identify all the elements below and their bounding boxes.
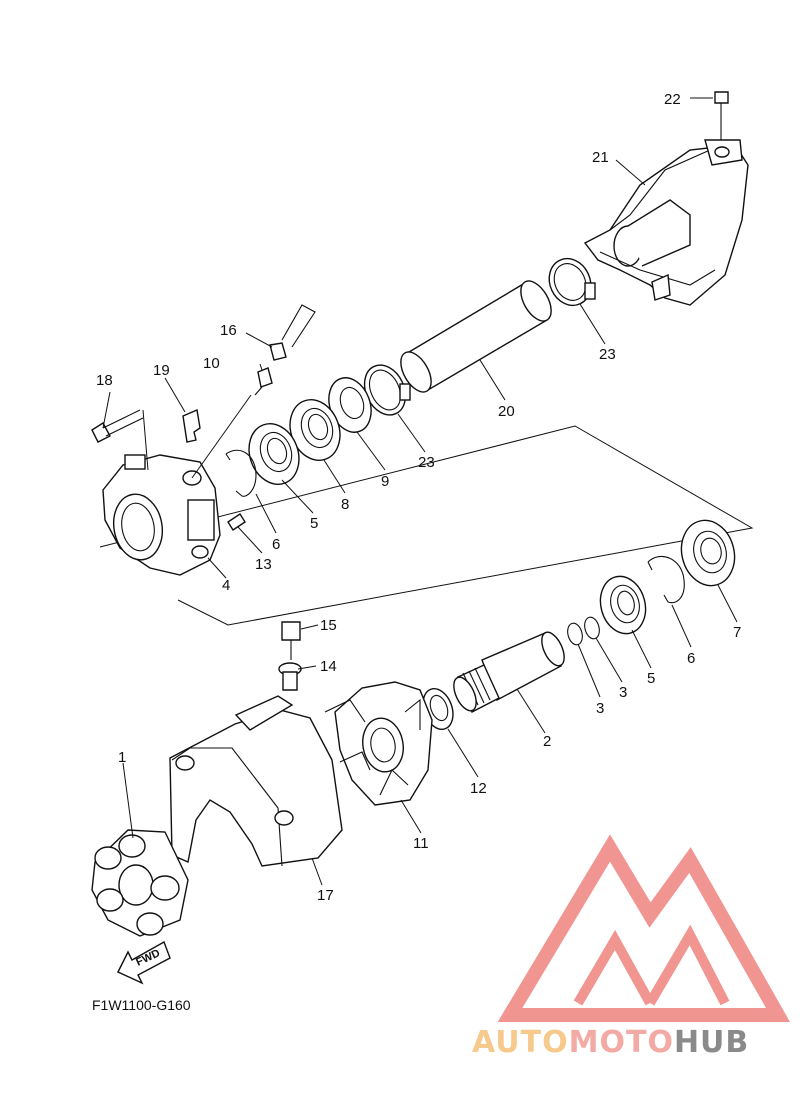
callout-1: 1 xyxy=(118,749,126,766)
part-2-shaft[interactable] xyxy=(449,629,569,714)
callout-5-upper: 5 xyxy=(310,515,318,532)
callout-23-upper: 23 xyxy=(599,346,616,363)
leader-lines xyxy=(102,97,738,886)
part-7-bearing[interactable] xyxy=(674,514,741,591)
watermark-part-auto: AUTO xyxy=(472,1025,569,1060)
part-18-bolt[interactable] xyxy=(91,409,144,443)
part-1-coupler[interactable] xyxy=(91,829,189,937)
part-20-tube[interactable] xyxy=(395,276,558,397)
part-22-bolt[interactable] xyxy=(714,91,729,140)
callout-3-outer: 3 xyxy=(596,700,604,717)
callout-6-upper: 6 xyxy=(272,536,280,553)
callout-9: 9 xyxy=(381,473,389,490)
callout-8: 8 xyxy=(341,496,349,513)
watermark-logo-icon xyxy=(497,834,791,1022)
watermark-part-hub: HUB xyxy=(674,1025,749,1060)
part-16-cap[interactable] xyxy=(269,304,316,361)
part-3-o-ring-inner[interactable] xyxy=(565,622,584,647)
callout-12: 12 xyxy=(470,780,487,797)
callout-5-lower: 5 xyxy=(647,670,655,687)
part-5-bearing-upper[interactable] xyxy=(241,417,307,492)
part-10-fitting[interactable] xyxy=(254,367,273,396)
watermark-text: AUTOMOTOHUB xyxy=(472,1025,749,1060)
part-8-bearing[interactable] xyxy=(282,393,348,468)
part-14-collar[interactable] xyxy=(278,662,302,691)
callout-22: 22 xyxy=(664,91,681,108)
callout-6-lower: 6 xyxy=(687,650,695,667)
callout-15: 15 xyxy=(320,617,337,634)
watermark-part-moto: MOTO xyxy=(569,1025,674,1060)
callout-2: 2 xyxy=(543,733,551,750)
part-6-circlip-upper[interactable] xyxy=(225,449,257,497)
part-3-o-ring-outer[interactable] xyxy=(582,616,601,641)
callout-3-inner: 3 xyxy=(619,684,627,701)
callout-19: 19 xyxy=(153,362,170,379)
callout-18: 18 xyxy=(96,372,113,389)
part-6-circlip-lower[interactable] xyxy=(647,556,685,604)
part-23-clamp-upper[interactable] xyxy=(542,252,599,312)
diagram-code: F1W1100-G160 xyxy=(92,997,191,1013)
callout-21: 21 xyxy=(592,149,609,166)
assembly-frame xyxy=(99,425,754,626)
callout-11: 11 xyxy=(413,835,429,852)
part-13-pin[interactable] xyxy=(227,513,246,531)
part-11-impeller[interactable] xyxy=(324,681,433,806)
part-5-bearing-lower[interactable] xyxy=(594,571,652,638)
part-19-bracket[interactable] xyxy=(182,409,201,443)
callout-7: 7 xyxy=(733,624,741,641)
callout-20: 20 xyxy=(498,403,515,420)
fwd-arrow-icon: FWD xyxy=(117,940,171,985)
part-17-pump-case[interactable] xyxy=(169,695,343,867)
callout-10: 10 xyxy=(203,355,220,372)
part-4-housing[interactable] xyxy=(102,454,221,576)
part-21-nozzle[interactable] xyxy=(583,139,749,306)
callout-17: 17 xyxy=(317,887,334,904)
callout-16: 16 xyxy=(220,322,237,339)
callout-14: 14 xyxy=(320,658,337,675)
part-15-bolt[interactable] xyxy=(281,621,301,660)
callout-23-lower: 23 xyxy=(418,454,435,471)
callout-4: 4 xyxy=(222,577,230,594)
callout-13: 13 xyxy=(255,556,272,573)
